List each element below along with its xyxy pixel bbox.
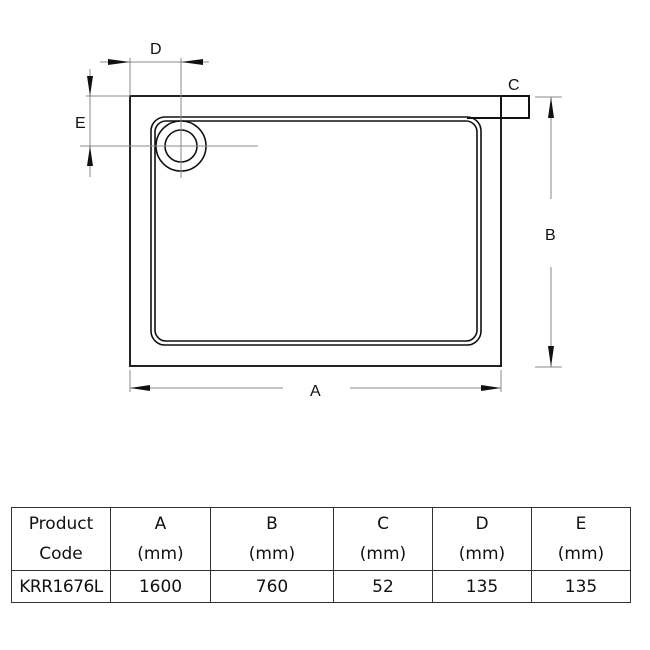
dimensions-table: Product Code A (mm) B (mm) C (mm) D (mm)… [11,507,631,603]
header-text: D [475,514,489,534]
header-unit: (mm) [458,544,506,564]
header-unit: (mm) [248,544,296,564]
label-b: B [545,227,556,244]
header-unit: (mm) [137,544,184,564]
header-text: Product [28,514,94,534]
arrow-a-right [481,385,501,391]
header-c: C (mm) [333,507,433,571]
header-b: B (mm) [210,507,334,571]
dimension-a [129,370,502,392]
arrow-b-bottom [548,346,554,367]
cell-c: 52 [333,570,433,603]
cell-product-code: KRR1676L [11,570,111,603]
tray-outline [129,95,502,367]
table-header-row: Product Code A (mm) B (mm) C (mm) D (mm)… [11,507,631,571]
header-unit: (mm) [557,544,605,564]
header-d: D (mm) [432,507,532,571]
header-text: C [377,514,389,534]
arrow-b-top [548,97,554,118]
cell-a: 1600 [110,570,211,603]
arrow-d-left [108,59,130,65]
arrow-e-top [87,76,93,96]
label-d: D [150,41,162,58]
header-e: E (mm) [531,507,631,571]
shower-tray-drawing: C D E B A [75,41,562,400]
cell-d: 135 [432,570,532,603]
header-text: A [154,514,167,534]
header-text: E [575,514,587,534]
cell-b: 760 [210,570,334,603]
header-text: B [266,514,278,534]
arrow-a-left [130,385,150,391]
arrow-e-bottom [87,146,93,166]
upstand-box [500,95,530,119]
cell-e: 135 [531,570,631,603]
basin-inner-edge [154,120,478,342]
label-a: A [310,383,321,400]
label-e: E [75,115,86,132]
header-unit: (mm) [359,544,407,564]
label-c: C [508,77,520,94]
arrow-d-right [181,59,203,65]
header-a: A (mm) [110,507,211,571]
table-row: KRR1676L 1600 760 52 135 135 [11,570,631,603]
header-text: Code [39,544,83,564]
header-product-code: Product Code [11,507,111,571]
basin-outer-edge [150,116,482,346]
